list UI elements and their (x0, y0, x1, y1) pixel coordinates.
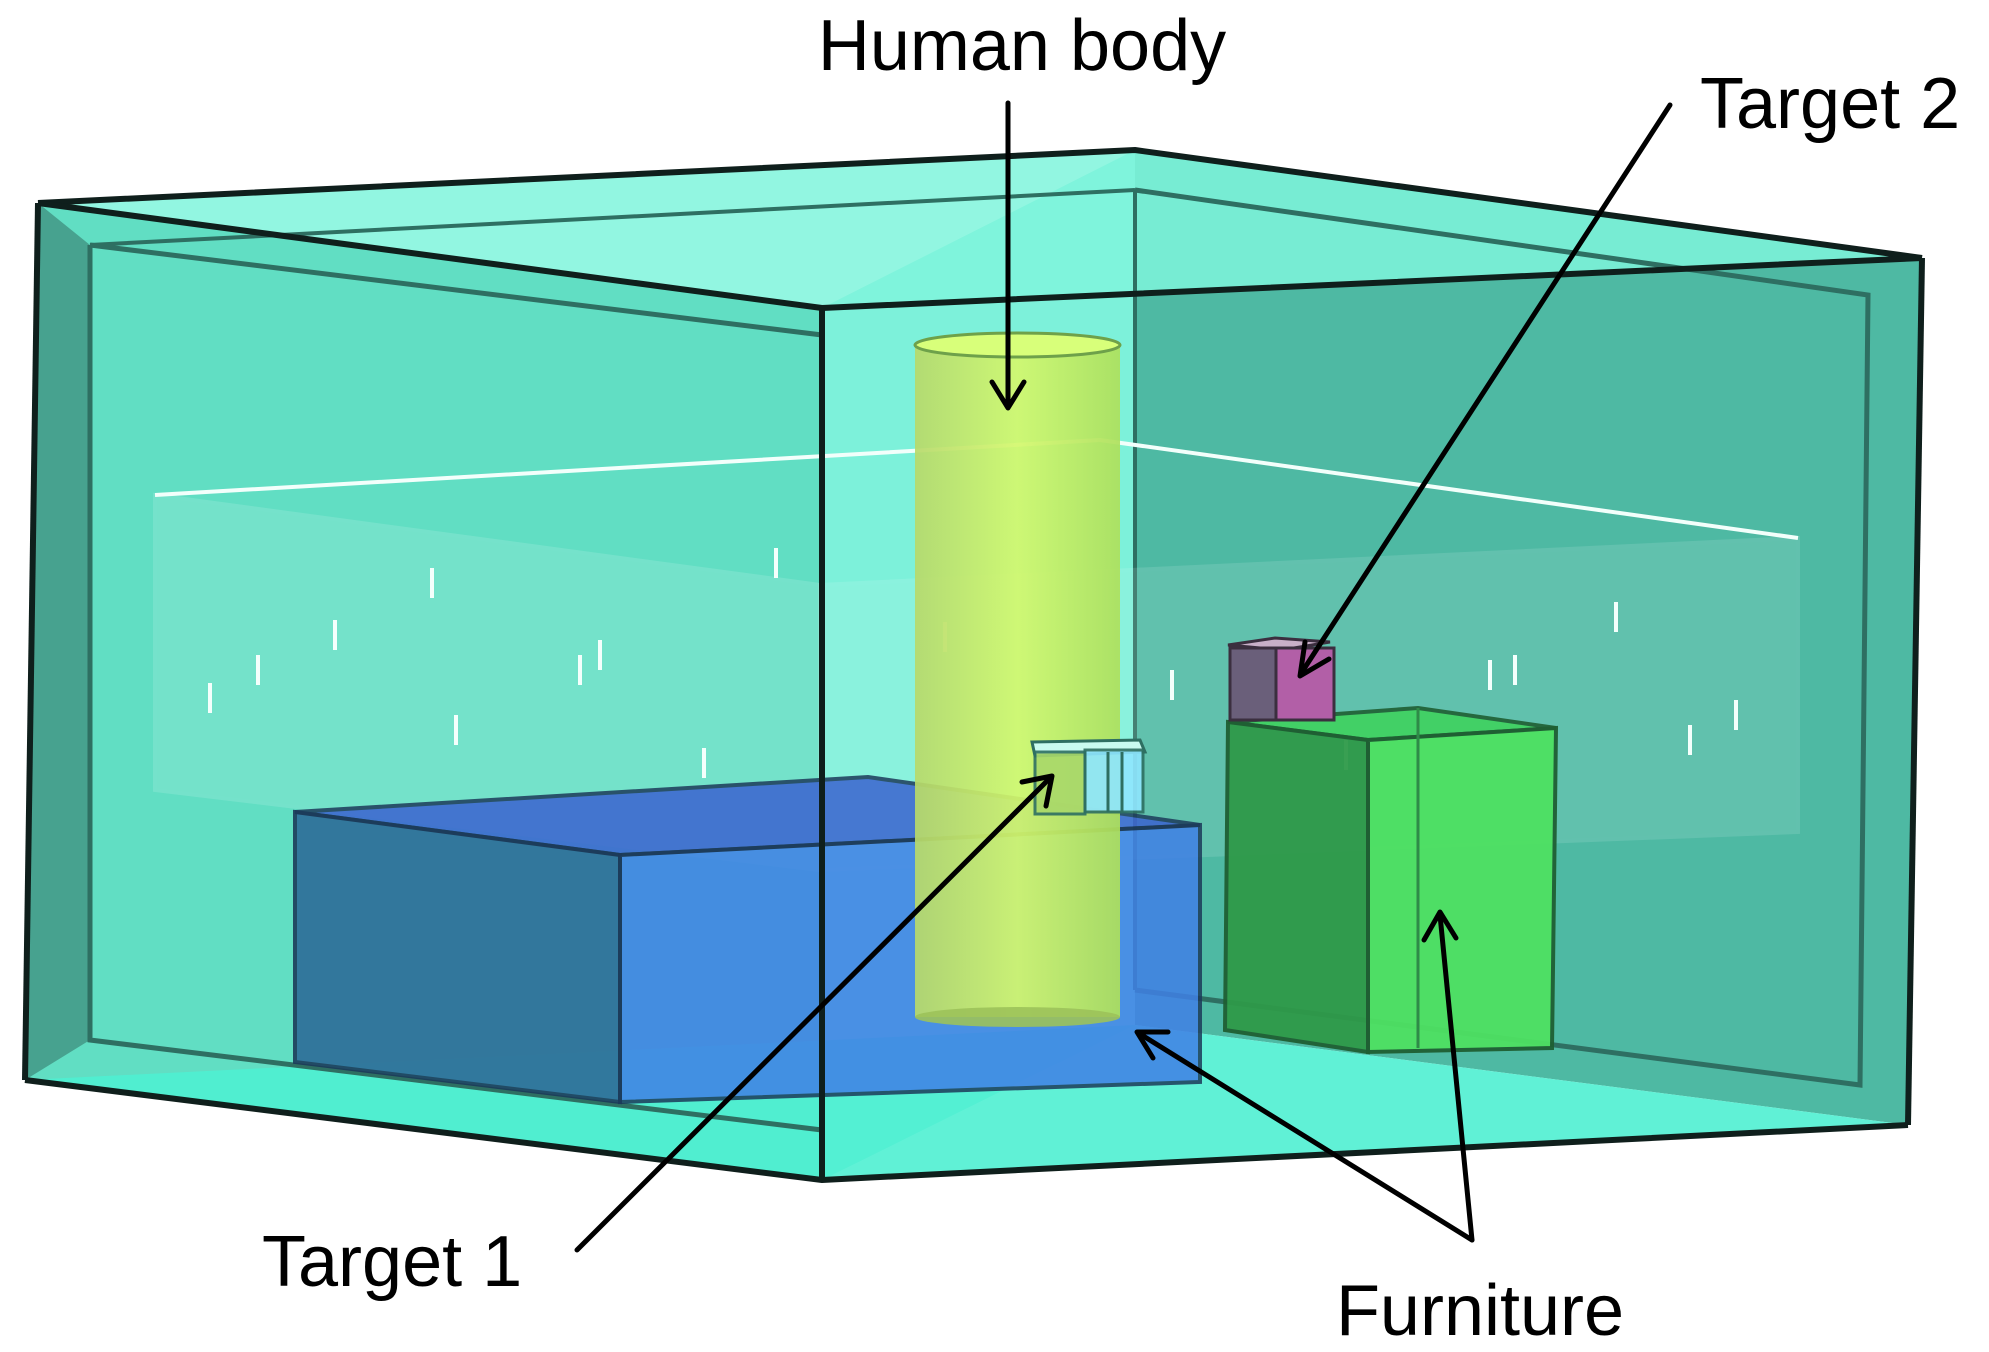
label-furniture: Furniture (1336, 1271, 1624, 1351)
furniture-right-front (1222, 719, 1370, 1055)
furniture-right-side (1366, 725, 1559, 1055)
label-target-2: Target 2 (1700, 64, 1960, 144)
annotation-arrows (574, 100, 1673, 1253)
label-human-body: Human body (818, 6, 1226, 86)
target-2-front-left (1228, 646, 1278, 722)
human-body-bottom (915, 1007, 1120, 1027)
target-2-box (1227, 636, 1336, 722)
human-body-cylinder (913, 331, 1122, 1027)
target-1-side (1083, 748, 1145, 814)
human-body-shaft (915, 345, 1120, 1017)
arrow-furniture-right-head (1421, 909, 1459, 943)
label-target-1: Target 1 (262, 1222, 522, 1302)
room-left-frame (25, 203, 90, 1080)
arrow-furniture-left (1137, 1031, 1475, 1243)
target-1-box (1030, 738, 1148, 816)
arrow-target-1-head (1019, 773, 1055, 809)
room-ceiling-inner-edge-2 (1134, 188, 1869, 297)
room-outer-edges (22, 147, 1925, 1183)
arrow-target-2-head (1297, 639, 1332, 679)
furniture-left-front (293, 809, 622, 1105)
arrow-furniture-right (1437, 912, 1475, 1243)
arrow-human-body-head (989, 379, 1027, 411)
arrow-furniture-left-head (1134, 1029, 1171, 1061)
furniture-right (1222, 705, 1559, 1055)
arrow-target-1 (574, 775, 1053, 1253)
room-ceiling (38, 150, 1922, 308)
human-body-top (913, 331, 1122, 359)
arrow-target-2 (1299, 102, 1673, 675)
sensor-marks (208, 548, 1738, 778)
